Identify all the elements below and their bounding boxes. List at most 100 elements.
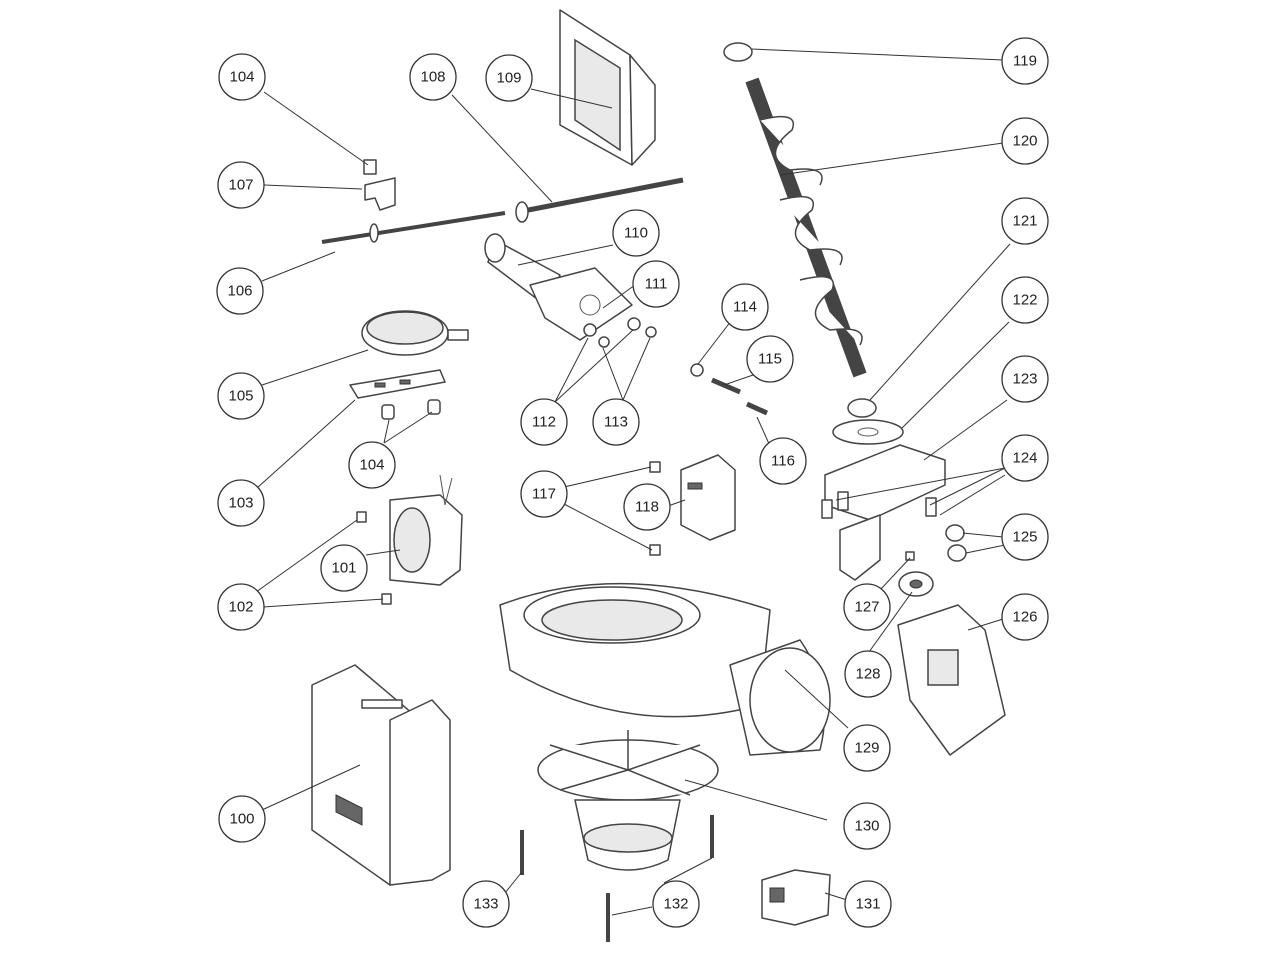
part-104-nuts [381,399,441,420]
callout-133: 133 [462,880,510,928]
callout-110: 110 [612,209,660,257]
callout-112: 112 [520,398,568,446]
callout-126: 126 [1001,593,1049,641]
callout-103-label: 103 [228,495,253,512]
callout-123-label: 123 [1012,371,1037,388]
callout-125: 125 [1001,513,1049,561]
callout-100: 100 [218,795,266,843]
callout-128-label: 128 [855,666,880,683]
callout-116-label: 116 [771,453,795,470]
callout-109: 109 [485,54,533,102]
callout-105: 105 [217,372,265,420]
callout-127: 127 [843,583,891,631]
callout-131: 131 [844,880,892,928]
callout-126-label: 126 [1012,609,1037,626]
callout-121-label: 121 [1012,213,1037,230]
part-111-mount-plate [529,267,633,341]
part-127-set-screw [905,551,915,561]
part-109-hopper-chute [559,9,656,166]
callout-117: 117 [520,470,568,518]
callout-122-label: 122 [1012,292,1037,309]
callout-113: 113 [592,398,640,446]
callout-129-label: 129 [854,740,879,757]
callout-104-bottom: 104 [348,441,396,489]
callout-102: 102 [217,583,265,631]
callout-104-top: 104 [218,53,266,101]
callout-114: 114 [721,283,769,331]
callout-106: 106 [216,267,264,315]
callout-121: 121 [1001,197,1049,245]
part-105-pressure-disc [361,310,469,356]
callout-119: 119 [1001,37,1049,85]
callout-109-label: 109 [496,70,521,87]
part-132-bolts [606,815,714,942]
callout-119-label: 119 [1013,53,1037,70]
callout-130: 130 [843,802,891,850]
callout-127-label: 127 [854,599,879,616]
part-100-control-box [311,664,451,886]
part-128-coupling [898,571,934,597]
part-125-bushings [945,524,967,562]
callout-108: 108 [409,53,457,101]
callout-104-bottom-label: 104 [359,457,384,474]
part-108-igniter-rod [515,177,684,223]
callout-125-label: 125 [1012,529,1037,546]
callout-110-label: 110 [624,225,648,242]
callout-129: 129 [843,724,891,772]
callout-112-label: 112 [532,414,556,431]
part-126-gear-motor [897,604,1006,756]
callout-103: 103 [217,479,265,527]
callout-115-label: 115 [758,351,782,368]
callout-105-label: 105 [228,388,253,405]
callout-107-label: 107 [228,177,253,194]
callout-124: 124 [1001,434,1049,482]
part-104-screw-top [363,159,377,175]
callout-130-label: 130 [854,818,879,835]
leader-lines [255,48,1011,916]
callout-101: 101 [320,544,368,592]
callout-115: 115 [746,335,794,383]
callout-111: 111 [632,260,680,308]
callout-132: 132 [652,880,700,928]
part-116-pin [745,401,769,416]
part-121-collar [847,398,877,418]
part-112-113-fasteners [583,317,657,348]
part-131-power-switch [761,869,831,926]
callout-120-label: 120 [1012,133,1037,150]
part-123-bracket [824,444,946,581]
callout-120: 120 [1001,117,1049,165]
part-119-cap-nut [723,42,753,62]
part-103-bracket [349,369,446,399]
part-120-auger [745,77,867,378]
callout-133-label: 133 [473,896,498,913]
callout-117-label: 117 [532,486,556,503]
part-101-pressure-switch [389,474,463,586]
callout-100-label: 100 [229,811,254,828]
callout-128: 128 [844,650,892,698]
callout-122: 122 [1001,276,1049,324]
part-106-igniter [321,211,506,244]
callout-108-label: 108 [420,69,445,86]
callout-102-label: 102 [228,599,253,616]
part-124-bolts [821,491,937,519]
callout-107: 107 [217,161,265,209]
part-129-blower-housing [499,582,831,756]
part-118-relay [680,454,736,541]
callout-113-label: 113 [604,414,628,431]
callout-132-label: 132 [663,896,688,913]
callout-106-label: 106 [227,283,252,300]
part-115-pin [711,377,741,395]
callout-101-label: 101 [331,560,356,577]
callout-111-label: 111 [645,276,668,293]
callout-104-top-label: 104 [229,69,254,86]
callout-131-label: 131 [855,896,880,913]
part-122-washer [832,419,904,445]
callout-118-label: 118 [635,499,659,516]
callout-116: 116 [759,437,807,485]
part-114-nut [690,363,704,377]
callout-124-label: 124 [1012,450,1037,467]
callout-118: 118 [623,483,671,531]
part-107-bracket [364,177,396,211]
callout-123: 123 [1001,355,1049,403]
